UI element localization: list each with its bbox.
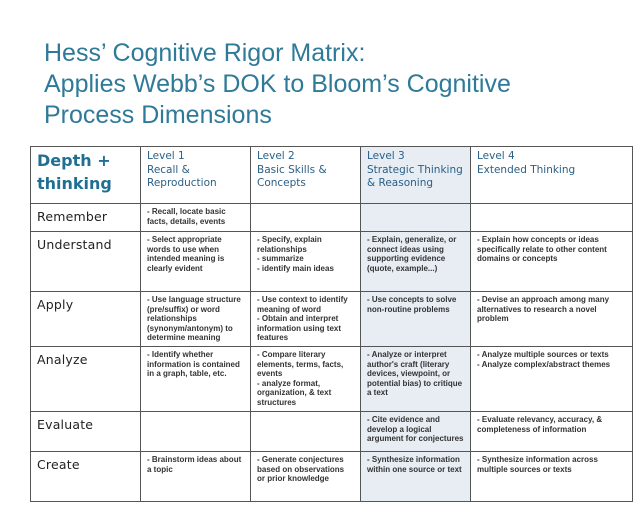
matrix-cell: - Compare literary elements, terms, fact… bbox=[250, 346, 361, 412]
matrix-cell bbox=[360, 203, 471, 232]
matrix-cell bbox=[250, 203, 361, 232]
level-number: Level 2 bbox=[257, 150, 295, 162]
row-header: Understand bbox=[30, 231, 141, 292]
cell-line: - Analyze or interpret author's craft (l… bbox=[367, 350, 463, 397]
cell-line: - summarize bbox=[257, 254, 304, 263]
level-3-header: Level 3 Strategic Thinking & Reasoning bbox=[360, 146, 471, 204]
matrix-cell: - Analyze multiple sources or texts- Ana… bbox=[470, 346, 633, 412]
matrix-row-create: Create - Brainstorm ideas about a topic - … bbox=[30, 451, 633, 502]
matrix-cell: - Brainstorm ideas about a topic bbox=[140, 451, 251, 502]
matrix-cell: - Explain, generalize, or connect ideas … bbox=[360, 231, 471, 292]
level-number: Level 1 bbox=[147, 150, 185, 162]
level-number: Level 4 bbox=[477, 150, 515, 162]
matrix-cell: - Analyze or interpret author's craft (l… bbox=[360, 346, 471, 412]
matrix-row-apply: Apply- Use language structure (pre/suffi… bbox=[30, 291, 633, 347]
page-title: Hess’ Cognitive Rigor Matrix: Applies We… bbox=[44, 38, 634, 131]
cell-line: - Explain how concepts or ideas specific… bbox=[477, 235, 607, 263]
matrix-cell bbox=[250, 411, 361, 452]
matrix-cell: - Specify, explain relationships- summar… bbox=[250, 231, 361, 292]
matrix-cell: - Generate conjectures based on observat… bbox=[250, 451, 361, 502]
cell-line: - Analyze complex/abstract themes bbox=[477, 359, 611, 369]
level-name: Basic Skills & Concepts bbox=[257, 164, 327, 189]
row-header: Create bbox=[30, 451, 141, 502]
cell-line: - Compare literary elements, terms, fact… bbox=[257, 350, 344, 378]
cell-line: - Generate conjectures based on observat… bbox=[257, 455, 345, 483]
cell-line: - Explain, generalize, or connect ideas … bbox=[367, 235, 457, 273]
matrix-cell: - Select appropriate words to use when i… bbox=[140, 231, 251, 292]
level-1-header: Level 1 Recall & Reproduction bbox=[140, 146, 251, 204]
cell-line: - Analyze multiple sources or texts bbox=[477, 350, 609, 359]
cell-line: - Select appropriate words to use when i… bbox=[147, 235, 225, 273]
matrix-cell: - Identify whether information is contai… bbox=[140, 346, 251, 412]
cell-line: - Synthesize information within one sour… bbox=[367, 455, 462, 474]
title-line-3: Process Dimensions bbox=[44, 101, 272, 129]
matrix-cell: - Synthesize information within one sour… bbox=[360, 451, 471, 502]
cell-line: - Brainstorm ideas about a topic bbox=[147, 455, 242, 474]
row-header: Remember bbox=[30, 203, 141, 232]
cell-line: - Obtain and interpret information using… bbox=[257, 314, 341, 342]
row-header: Analyze bbox=[30, 346, 141, 412]
cell-line: - Use context to identify meaning of wor… bbox=[257, 295, 348, 314]
matrix-row-analyze: Analyze- Identify whether information is… bbox=[30, 346, 633, 412]
cell-line: - analyze format, organization, & text s… bbox=[257, 378, 332, 407]
cell-line: - Devise an approach among many alternat… bbox=[477, 295, 610, 323]
matrix-cell: - Explain how concepts or ideas specific… bbox=[470, 231, 633, 292]
cell-line: - Identify whether information is contai… bbox=[147, 350, 240, 378]
title-line-1: Hess’ Cognitive Rigor Matrix: bbox=[44, 39, 366, 67]
level-4-header: Level 4 Extended Thinking bbox=[470, 146, 633, 204]
cell-line: - Cite evidence and develop a logical ar… bbox=[367, 415, 464, 443]
row-header: Evaluate bbox=[30, 411, 141, 452]
matrix-cell: - Use language structure (pre/suffix) or… bbox=[140, 291, 251, 347]
matrix-cell: - Recall, locate basic facts, details, e… bbox=[140, 203, 251, 232]
matrix-cell: - Evaluate relevancy, accuracy, & comple… bbox=[470, 411, 633, 452]
matrix-cell: - Use concepts to solve non-routine prob… bbox=[360, 291, 471, 347]
level-name: Extended Thinking bbox=[477, 164, 576, 176]
row-header: Apply bbox=[30, 291, 141, 347]
level-name: Recall & Reproduction bbox=[147, 164, 217, 189]
matrix-row-remember: Remember - Recall, locate basic facts, de… bbox=[30, 203, 633, 232]
level-name: Strategic Thinking & Reasoning bbox=[367, 164, 463, 189]
matrix-cell: - Synthesize information across multiple… bbox=[470, 451, 633, 502]
corner-header: Depth + thinking bbox=[30, 146, 141, 204]
matrix-cell bbox=[470, 203, 633, 232]
level-number: Level 3 bbox=[367, 150, 405, 162]
cell-line: - Evaluate relevancy, accuracy, & comple… bbox=[477, 415, 603, 434]
matrix-cell: - Use context to identify meaning of wor… bbox=[250, 291, 361, 347]
corner-line-2: thinking bbox=[37, 174, 112, 193]
matrix-cell: - Cite evidence and develop a logical ar… bbox=[360, 411, 471, 452]
matrix-cell: - Devise an approach among many alternat… bbox=[470, 291, 633, 347]
cell-line: - Synthesize information across multiple… bbox=[477, 455, 598, 474]
cognitive-rigor-matrix: Depth + thinking Level 1 Recall & Reprod… bbox=[30, 146, 633, 502]
cell-line: - Recall, locate basic facts, details, e… bbox=[147, 207, 226, 226]
cell-line: - Specify, explain relationships bbox=[257, 235, 322, 254]
matrix-cell bbox=[140, 411, 251, 452]
matrix-row-understand: Understand- Select appropriate words to … bbox=[30, 231, 633, 292]
corner-line-1: Depth + bbox=[37, 151, 111, 170]
title-line-2: Applies Webb’s DOK to Bloom’s Cognitive bbox=[44, 70, 511, 98]
cell-line: - identify main ideas bbox=[257, 263, 334, 273]
matrix-row-evaluate: Evaluate - Cite evidence and develop a lo… bbox=[30, 411, 633, 452]
level-2-header: Level 2 Basic Skills & Concepts bbox=[250, 146, 361, 204]
cell-line: - Use language structure (pre/suffix) or… bbox=[147, 295, 241, 342]
matrix-header-row: Depth + thinking Level 1 Recall & Reprod… bbox=[30, 146, 633, 204]
cell-line: - Use concepts to solve non-routine prob… bbox=[367, 295, 457, 314]
